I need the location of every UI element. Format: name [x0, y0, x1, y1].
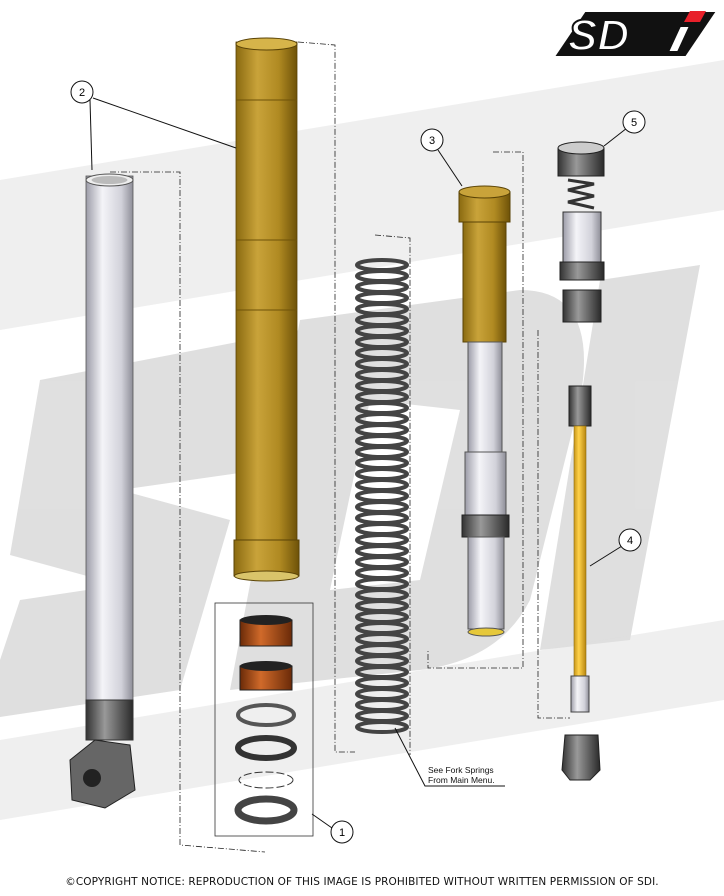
callout-number: 1 — [339, 827, 345, 839]
spring-note-line1: See Fork Springs — [428, 765, 494, 775]
callout-number: 5 — [631, 117, 637, 129]
spring-coil — [355, 478, 409, 492]
spring-coil — [355, 720, 409, 734]
spring-coil — [355, 456, 409, 470]
spring-coil — [355, 555, 409, 569]
outer-tube — [69, 173, 136, 809]
spring-coil — [355, 533, 409, 547]
assembly-lines — [110, 41, 570, 853]
leader-lines — [89, 97, 628, 829]
callout-number: 2 — [79, 87, 85, 99]
spring-coil — [355, 500, 409, 514]
callout-2: 2 — [70, 80, 94, 104]
damper-rod — [561, 385, 601, 781]
callout-1: 1 — [330, 820, 354, 844]
spring-coil — [355, 280, 409, 294]
spring-coil — [355, 423, 409, 437]
spring-coil — [355, 489, 409, 503]
inner-tube — [233, 37, 300, 582]
copyright-notice: ©COPYRIGHT NOTICE: REPRODUCTION OF THIS … — [65, 876, 659, 888]
sdi-logo: SD — [555, 10, 716, 61]
cartridge — [458, 185, 511, 637]
spring-note-line2: From Main Menu. — [428, 775, 495, 785]
spring-coil — [355, 467, 409, 481]
spring-coil — [355, 269, 409, 283]
top-valve-assembly — [557, 141, 605, 323]
spring-coil — [355, 522, 409, 536]
svg-text:SD: SD — [568, 11, 629, 60]
spring-coil — [355, 434, 409, 448]
callout-4: 4 — [618, 528, 642, 552]
callout-number: 4 — [627, 535, 633, 547]
spring-coil — [355, 291, 409, 305]
spring-coil — [355, 544, 409, 558]
callout-5: 5 — [622, 110, 646, 134]
callout-3: 3 — [420, 128, 444, 152]
spring-coil — [355, 566, 409, 580]
spring-note: See Fork Springs From Main Menu. — [428, 765, 495, 785]
spring-coil — [355, 511, 409, 525]
callout-number: 3 — [429, 135, 435, 147]
bushings-group — [214, 602, 314, 837]
spring-coil — [355, 445, 409, 459]
fork-spring — [355, 258, 409, 734]
